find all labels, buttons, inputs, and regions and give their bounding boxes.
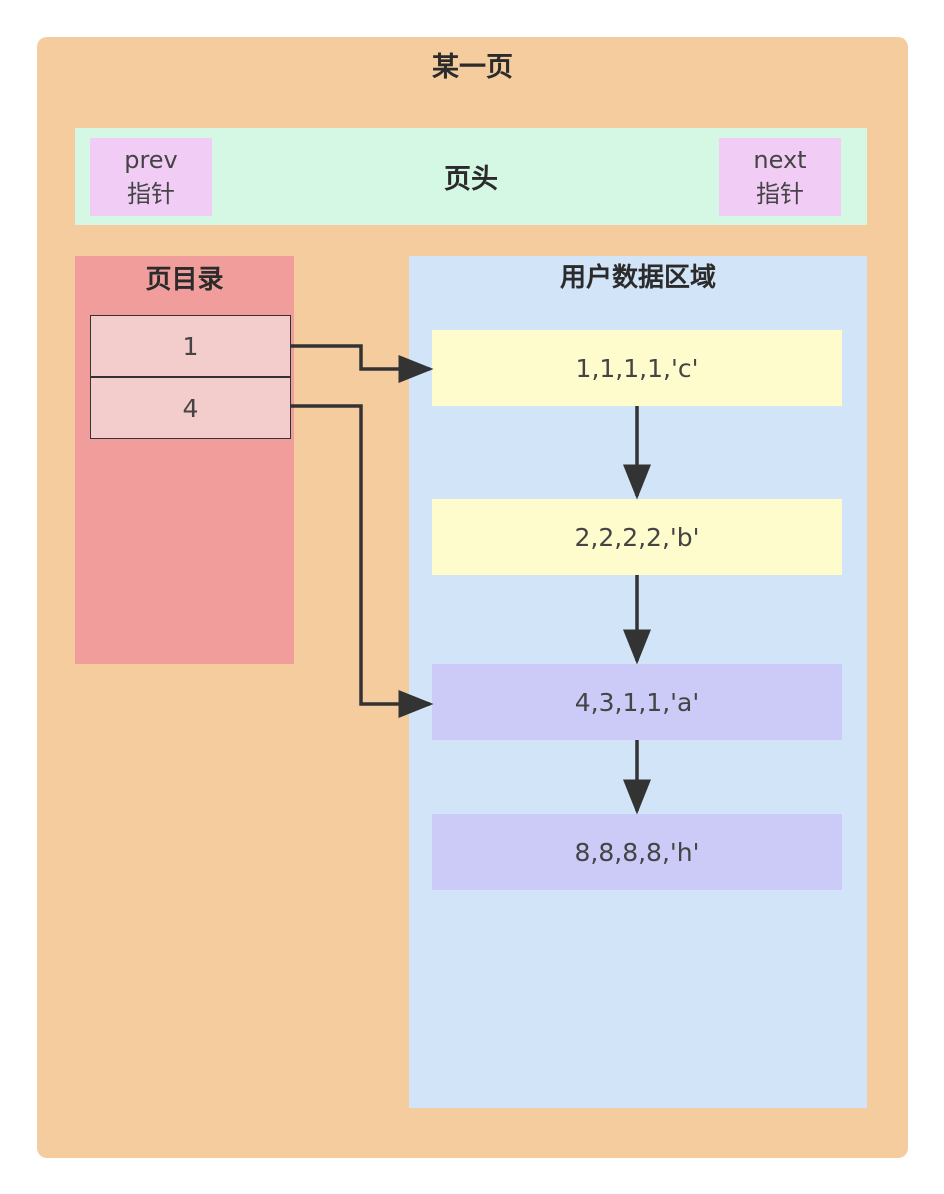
page-title: 某一页 xyxy=(432,51,513,83)
page-directory: 页目录 1 4 xyxy=(75,256,294,664)
directory-slot: 1 xyxy=(90,315,291,377)
page-header: prev 指针 页头 next 指针 xyxy=(75,128,867,225)
user-data-area-title: 用户数据区域 xyxy=(559,262,716,293)
prev-pointer-line1: prev xyxy=(124,146,178,174)
directory-slot: 4 xyxy=(90,377,291,439)
record: 1,1,1,1,'c' xyxy=(432,330,842,406)
user-data-area: 用户数据区域 1,1,1,1,'c' 2,2,2,2,'b' 4,3,1,1,'… xyxy=(409,256,867,1108)
prev-pointer: prev 指针 xyxy=(90,138,212,216)
prev-pointer-line2: 指针 xyxy=(127,180,175,208)
next-pointer-line1: next xyxy=(753,146,807,174)
record: 2,2,2,2,'b' xyxy=(432,499,842,575)
record: 8,8,8,8,'h' xyxy=(432,814,842,890)
next-pointer: next 指针 xyxy=(719,138,841,216)
next-pointer-line2: 指针 xyxy=(756,180,804,208)
page-header-label: 页头 xyxy=(444,164,498,195)
page-directory-title: 页目录 xyxy=(145,264,224,295)
record: 4,3,1,1,'a' xyxy=(432,664,842,740)
